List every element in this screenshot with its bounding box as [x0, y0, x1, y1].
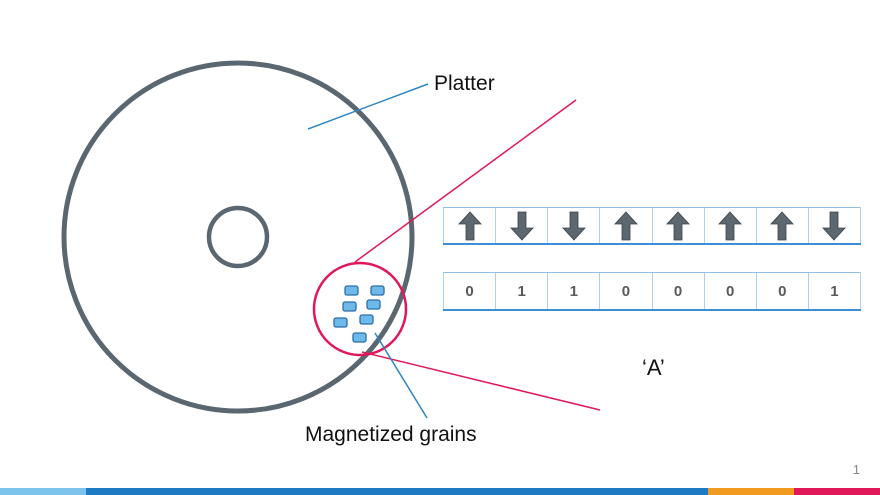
grain	[370, 285, 385, 296]
arrow-up-icon	[666, 210, 690, 240]
grain	[342, 301, 357, 312]
grain	[333, 317, 348, 328]
orientation-cell	[807, 207, 862, 245]
orientation-cell	[703, 207, 757, 245]
zoom-line-lower	[361, 351, 601, 411]
orientation-cell	[547, 207, 600, 245]
bit-cell: 1	[807, 272, 862, 311]
orientation-cell	[495, 207, 548, 245]
platter-label: Platter	[434, 72, 495, 95]
grain	[366, 299, 381, 310]
grain	[344, 285, 359, 296]
platter-spindle-hole	[206, 205, 270, 269]
bit-cell: 0	[651, 272, 705, 311]
orientation-cell	[755, 207, 809, 245]
footer-bar-dark-blue	[86, 488, 708, 495]
orientation-cell	[599, 207, 652, 245]
bit-cell: 0	[703, 272, 757, 311]
arrow-down-icon	[561, 211, 586, 241]
footer-bar-light-blue	[0, 488, 86, 495]
bit-cell: 0	[442, 272, 496, 311]
footer-color-bar	[0, 488, 880, 495]
arrow-up-icon	[770, 210, 795, 240]
platter-callout-line	[307, 83, 429, 130]
bit-cell: 1	[547, 272, 600, 311]
grain	[359, 314, 374, 325]
orientation-cell	[651, 207, 705, 245]
grain	[352, 332, 367, 343]
platter-disk	[61, 60, 415, 414]
magnetized-grains	[333, 285, 385, 343]
arrow-up-icon	[718, 210, 743, 240]
arrow-down-icon	[509, 211, 534, 241]
magnetic-orientation-row	[442, 207, 862, 245]
zoom-line-upper	[354, 99, 577, 263]
slide-number: 1	[852, 462, 860, 477]
bit-cell: 1	[495, 272, 548, 311]
footer-bar-red	[794, 488, 880, 495]
arrow-down-icon	[822, 211, 847, 241]
bit-cell: 0	[755, 272, 809, 311]
grains-callout-line	[374, 332, 428, 419]
magnified-region	[312, 261, 408, 357]
character-label: ‘A’	[642, 355, 665, 380]
footer-bar-orange	[708, 488, 794, 495]
bit-cell: 0	[599, 272, 652, 311]
orientation-cell	[442, 207, 496, 245]
arrow-up-icon	[614, 210, 638, 240]
grains-label: Magnetized grains	[305, 423, 477, 446]
arrow-up-icon	[457, 210, 482, 240]
